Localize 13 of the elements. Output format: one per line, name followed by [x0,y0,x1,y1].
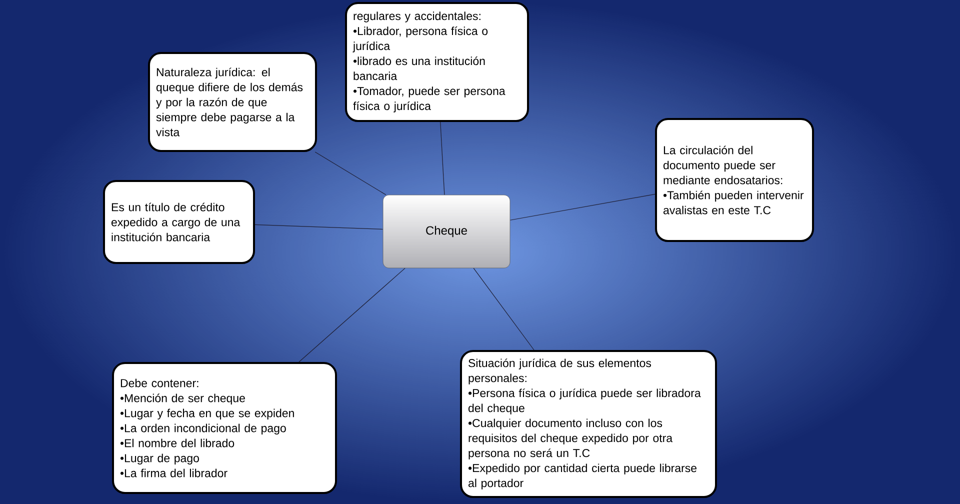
text-box: Es un título de crédito expedido a cargo de una institución bancaria [103,180,255,264]
connector-line [298,268,406,362]
text-box: Situación jurídica de sus elementos personales: •Persona física o jurídica puede ser libradora del cheque •Cualquier documento incluso con los requisitos del cheque expedido por otra persona no será un T.C •Expedido por cantidad cierta puede librarse al portador [460,350,717,498]
connector-line [510,194,656,220]
connector-line [440,122,445,196]
text-box: regulares y accidentales: •Librador, persona física o jurídica •librado es una institución bancaria •Tomador, puede ser persona física o jurídica [345,2,529,122]
text-box: Debe contener: •Mención de ser cheque •Lugar y fecha en que se expiden •La orden incondicional de pago •El nombre del librado •Lugar de pago •La firma del librador [112,362,337,494]
text-box: La circulación del documento puede ser mediante endosatarios: •También pueden intervenir avalistas en este T.C [655,118,814,242]
center-box: Cheque [382,194,510,268]
connector-line [254,224,384,230]
text-box: Naturaleza jurídica: el queque difiere de los demás y por la razón de que siempre debe pagarse a la vista [148,52,317,152]
connector-line [314,152,386,196]
connector-line [473,268,534,350]
